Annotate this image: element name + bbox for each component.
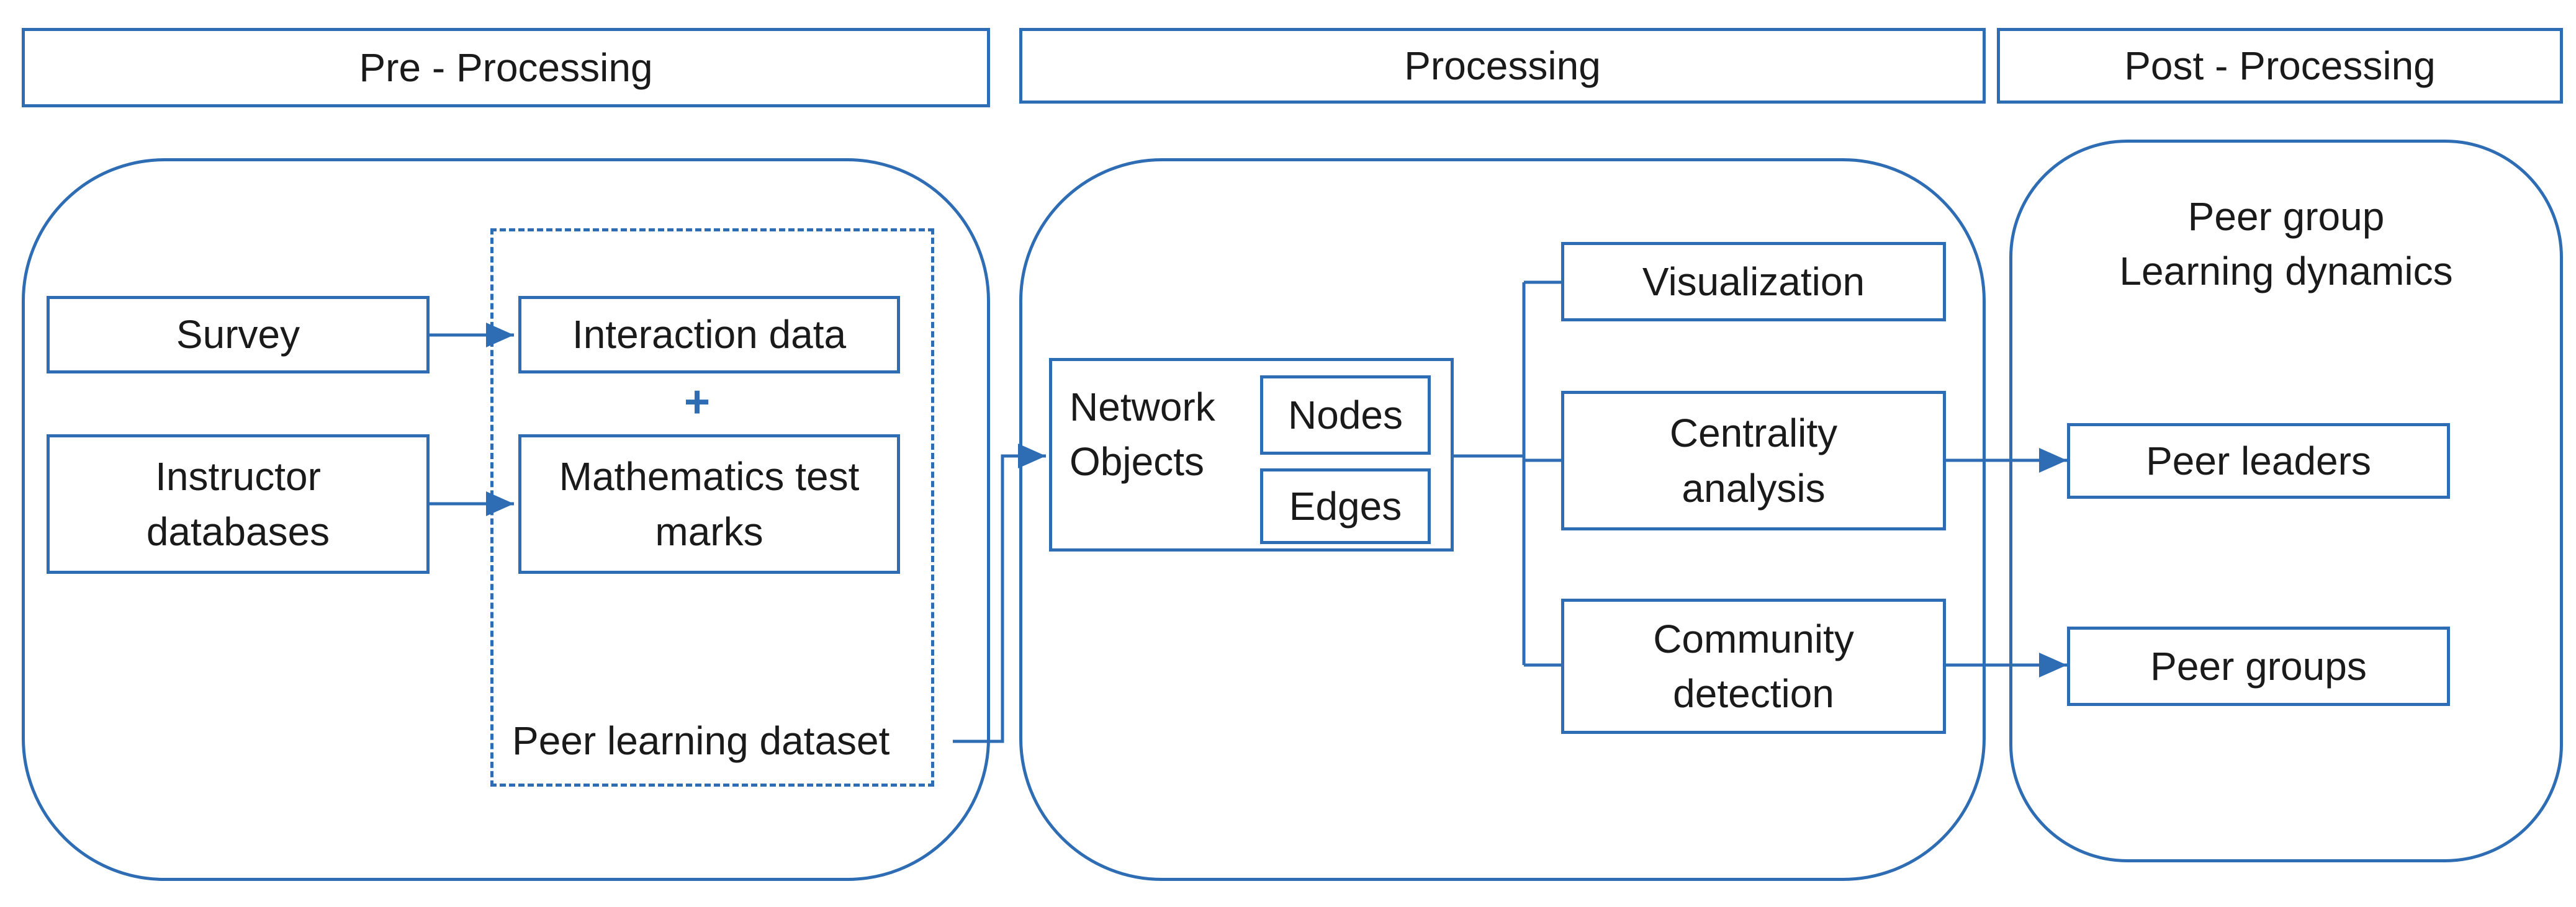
peer-learning-dataset-group xyxy=(490,228,934,787)
plus-icon: + xyxy=(684,377,711,427)
survey-box: Survey xyxy=(47,296,430,373)
panel-pre-processing xyxy=(22,158,990,881)
peer-leaders-box: Peer leaders xyxy=(2067,423,2450,499)
panel-processing xyxy=(1019,158,1986,881)
stage-header-post-processing: Post - Processing xyxy=(1997,28,2563,104)
peer-learning-dataset-label: Peer learning dataset xyxy=(512,718,890,763)
stage-header-pre-processing: Pre - Processing xyxy=(22,28,990,107)
peer-group-learning-dynamics-title: Peer group Learning dynamics xyxy=(2119,194,2453,294)
network-objects-label: Network xyxy=(1070,385,1215,429)
peer-groups-box: Peer groups xyxy=(2067,627,2450,706)
nodes-box: Nodes xyxy=(1260,375,1431,455)
visualization-box: Visualization xyxy=(1561,242,1946,321)
interaction-data-box: Interaction data xyxy=(518,296,900,373)
panel-post-processing xyxy=(2009,140,2563,862)
edges-box: Edges xyxy=(1260,468,1431,544)
stage-header-processing: Processing xyxy=(1019,28,1986,104)
